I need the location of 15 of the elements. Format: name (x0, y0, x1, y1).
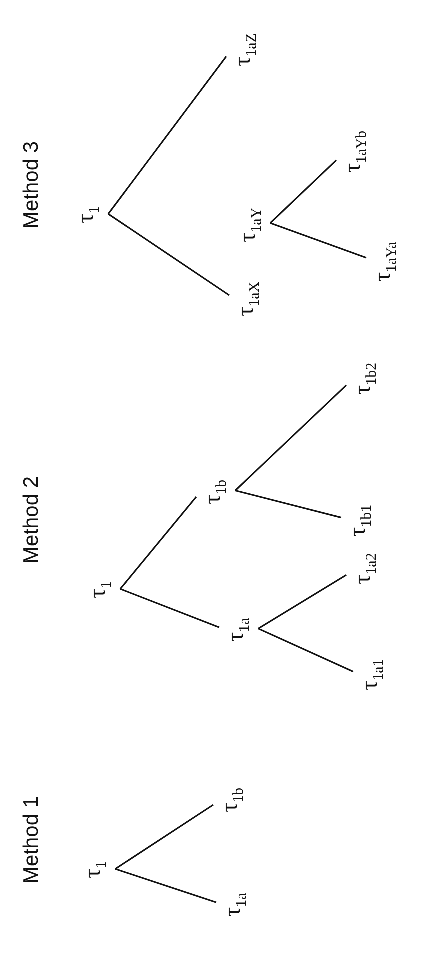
branch-line (115, 804, 214, 870)
branch-line (108, 56, 228, 215)
branch-line (235, 490, 342, 519)
method-heading: Method 2 (20, 476, 44, 564)
branch-line (270, 222, 367, 259)
branch-line (258, 628, 354, 673)
branch-line (258, 574, 347, 630)
branch-line (120, 496, 198, 590)
branch-line (108, 213, 230, 296)
method-heading: Method 1 (20, 796, 44, 884)
branch-line (120, 588, 220, 628)
branch-line (234, 384, 348, 492)
method-heading: Method 3 (20, 141, 44, 229)
branch-line (115, 868, 217, 904)
branch-line (270, 160, 338, 224)
